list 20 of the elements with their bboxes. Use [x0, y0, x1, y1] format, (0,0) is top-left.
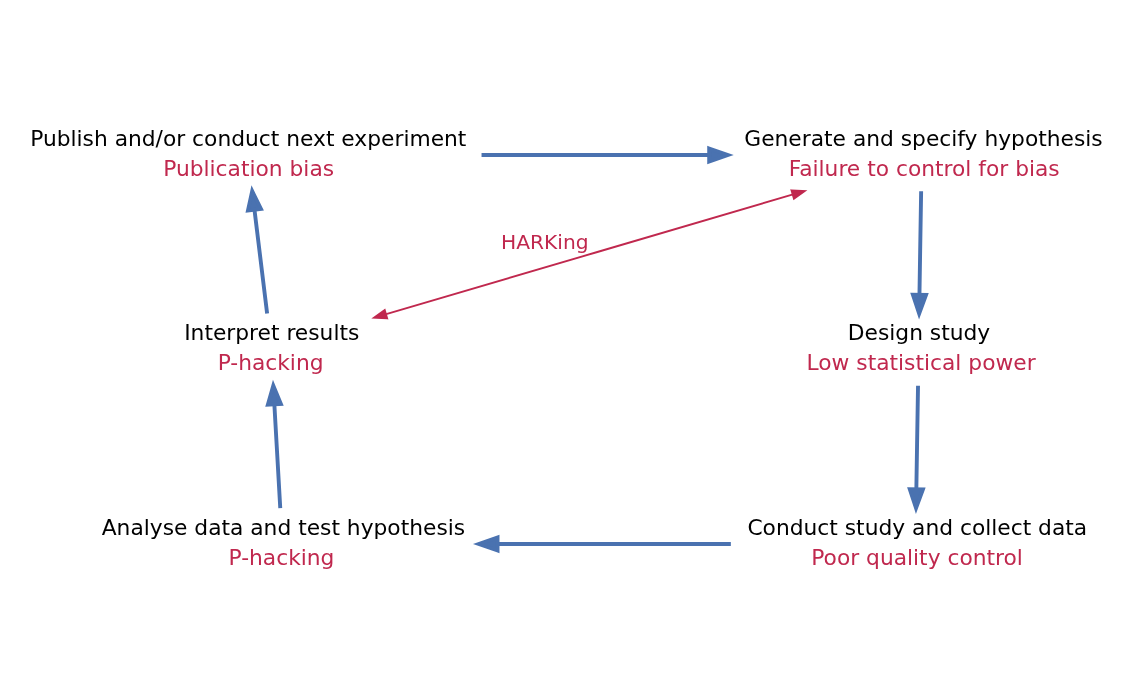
arrow — [265, 379, 284, 508]
arrow — [481, 145, 734, 164]
arrow — [910, 190, 929, 319]
edge-label: HARKing — [500, 229, 589, 254]
node-text: Conduct study and collect data — [747, 514, 1088, 540]
node-text: Interpret results — [184, 319, 360, 345]
node-label: Poor quality control — [811, 544, 1023, 570]
node-label: P-hacking — [228, 544, 335, 570]
arrow — [907, 385, 926, 514]
node-text: Analyse data and test hypothesis — [101, 514, 466, 540]
node-text: Design study — [847, 319, 991, 345]
node-label: Failure to control for bias — [788, 155, 1060, 181]
node-label: P-hacking — [217, 349, 324, 375]
node-text: Generate and specify hypothesis — [744, 125, 1103, 151]
node-text: Publish and/or conduct next experiment — [30, 125, 467, 151]
node-label: Low statistical power — [806, 349, 1036, 375]
arrow — [371, 188, 808, 319]
arrow — [245, 184, 270, 314]
node-label: Publication bias — [163, 155, 335, 181]
arrow — [472, 534, 731, 553]
